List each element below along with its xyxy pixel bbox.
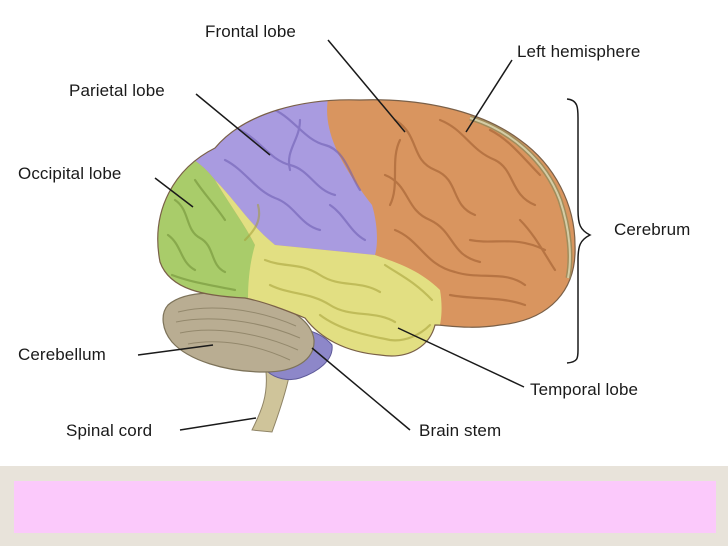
cerebrum-brace xyxy=(566,98,592,364)
spinal-cord-shape xyxy=(251,371,291,433)
pointer-parietal-lobe xyxy=(195,93,271,156)
pointer-left-hemisphere xyxy=(465,59,513,133)
label-cerebellum: Cerebellum xyxy=(18,345,106,364)
label-left-hemisphere: Left hemisphere xyxy=(517,42,641,61)
pointer-spinal-cord xyxy=(179,417,257,431)
label-spinal-cord: Spinal cord xyxy=(66,421,153,440)
label-occipital-lobe: Occipital lobe xyxy=(18,164,122,183)
label-frontal-lobe: Frontal lobe xyxy=(205,22,296,41)
pointer-cerebellum xyxy=(137,344,214,356)
pointer-lines xyxy=(137,39,592,431)
pointer-occipital-lobe xyxy=(154,177,194,208)
pointer-temporal-lobe xyxy=(397,327,525,388)
label-brain-stem: Brain stem xyxy=(419,421,502,440)
label-parietal-lobe: Parietal lobe xyxy=(69,81,165,100)
pointer-brain-stem xyxy=(311,347,411,431)
pointer-frontal-lobe xyxy=(327,39,406,133)
label-temporal-lobe: Temporal lobe xyxy=(530,380,639,399)
cerebrum-outline xyxy=(157,99,576,357)
caption-box xyxy=(14,481,716,533)
occipital-lobe-shape xyxy=(157,140,255,310)
label-cerebrum: Cerebrum xyxy=(614,220,691,239)
